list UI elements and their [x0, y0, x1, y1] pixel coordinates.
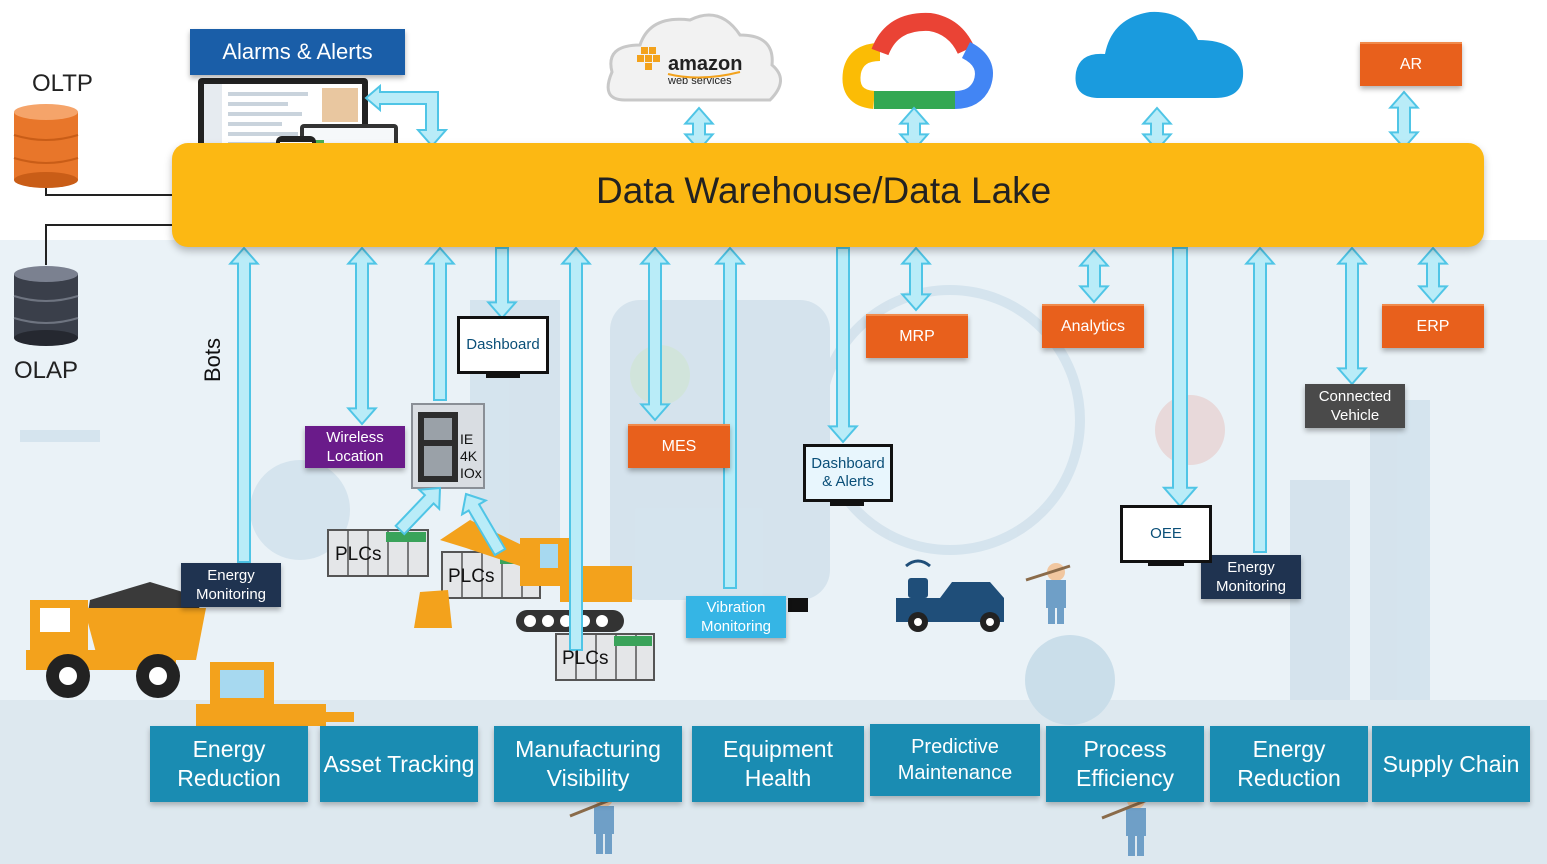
connection-arrow-10: [639, 246, 671, 422]
pickup-truck-icon: [896, 559, 1004, 632]
erp-box: ERP: [1382, 304, 1484, 348]
blue-cloud-icon: [1075, 11, 1244, 98]
oee-monitor: OEE: [1120, 505, 1212, 563]
energy-monitoring-left-box: Energy Monitoring: [181, 563, 281, 607]
ar-box: AR: [1360, 42, 1462, 86]
alarms-alerts-box: Alarms & Alerts: [190, 29, 405, 75]
connection-arrow-18: [1417, 246, 1449, 304]
tile-supply-chain: Supply Chain: [1372, 726, 1530, 802]
tile-energy-reduction-2: Energy Reduction: [1210, 726, 1368, 802]
ie-line-3: IOx: [460, 465, 482, 481]
background-silhouettes: [20, 285, 1430, 725]
bulldozer-icon: [196, 662, 354, 726]
dashboard-alerts-monitor: Dashboard & Alerts: [803, 444, 893, 502]
miner-icon-1: [1025, 563, 1071, 624]
aws-cloud-icon: amazon web services: [606, 13, 782, 102]
arrows-layer: [228, 83, 1449, 651]
aws-subword: web services: [667, 75, 732, 87]
connection-arrow-5: [228, 246, 260, 563]
oltp-label: OLTP: [32, 70, 93, 97]
ie-device-label: IE 4K IOx: [460, 431, 482, 482]
data-lake-bar: [172, 143, 1484, 247]
aws-word: amazon: [668, 53, 742, 75]
plc-label-1: PLCs: [335, 544, 382, 565]
plc-rack-1: [327, 529, 429, 577]
olap-label: OLAP: [14, 357, 79, 384]
olap-database-icon: [13, 266, 79, 346]
connection-arrow-3: [1141, 106, 1173, 152]
connection-arrow-8: [486, 247, 518, 320]
mrp-box: MRP: [866, 314, 968, 358]
plc-label-3: PLCs: [562, 648, 609, 669]
tile-energy-reduction-1: Energy Reduction: [150, 726, 308, 802]
connection-arrow-13: [900, 246, 932, 312]
tile-predictive-maintenance: Predictive Maintenance: [870, 724, 1040, 796]
tile-equipment-health: Equipment Health: [692, 726, 864, 802]
connection-arrow-11: [714, 246, 746, 589]
connection-arrow-14: [1078, 248, 1110, 304]
oltp-database-icon: [13, 104, 79, 188]
data-lake-title: Data Warehouse/Data Lake: [596, 170, 1052, 211]
bots-label: Bots: [200, 337, 225, 382]
connection-arrow-6: [346, 246, 378, 426]
analytics-box: Analytics: [1042, 304, 1144, 348]
dump-truck-icon: [26, 582, 206, 698]
plc-label-2: PLCs: [448, 566, 495, 587]
tile-process-efficiency: Process Efficiency: [1046, 726, 1204, 802]
energy-monitoring-right-box: Energy Monitoring: [1201, 555, 1301, 599]
ie-line-1: IE: [460, 431, 474, 447]
connection-arrow-16: [1244, 246, 1276, 553]
olap-connector: [45, 224, 172, 265]
connection-arrow-1: [683, 106, 715, 152]
ie-4k-iox-device: [411, 403, 485, 489]
mes-box: MES: [628, 424, 730, 468]
vibration-monitoring-box: Vibration Monitoring: [686, 596, 786, 638]
connected-vehicle-box: Connected Vehicle: [1305, 384, 1405, 428]
connection-arrow-7: [424, 246, 456, 401]
dashboard-monitor: Dashboard: [457, 316, 549, 374]
monitor-stands: [486, 372, 1184, 612]
connection-arrow-17: [1336, 246, 1368, 386]
connection-arrow-20: [460, 492, 507, 557]
connection-arrow-9: [560, 246, 592, 651]
connection-arrow-12: [827, 247, 859, 444]
google-cloud-icon: [842, 12, 993, 109]
wireless-location-box: Wireless Location: [305, 426, 405, 468]
connection-arrow-4: [1388, 90, 1420, 150]
connection-arrow-2: [898, 106, 930, 152]
tile-asset-tracking: Asset Tracking: [320, 726, 478, 802]
connection-arrow-19: [394, 486, 442, 536]
ie-line-2: 4K: [460, 448, 478, 464]
connection-arrow-15: [1161, 247, 1199, 508]
tile-manufacturing-visibility: Manufacturing Visibility: [494, 726, 682, 802]
